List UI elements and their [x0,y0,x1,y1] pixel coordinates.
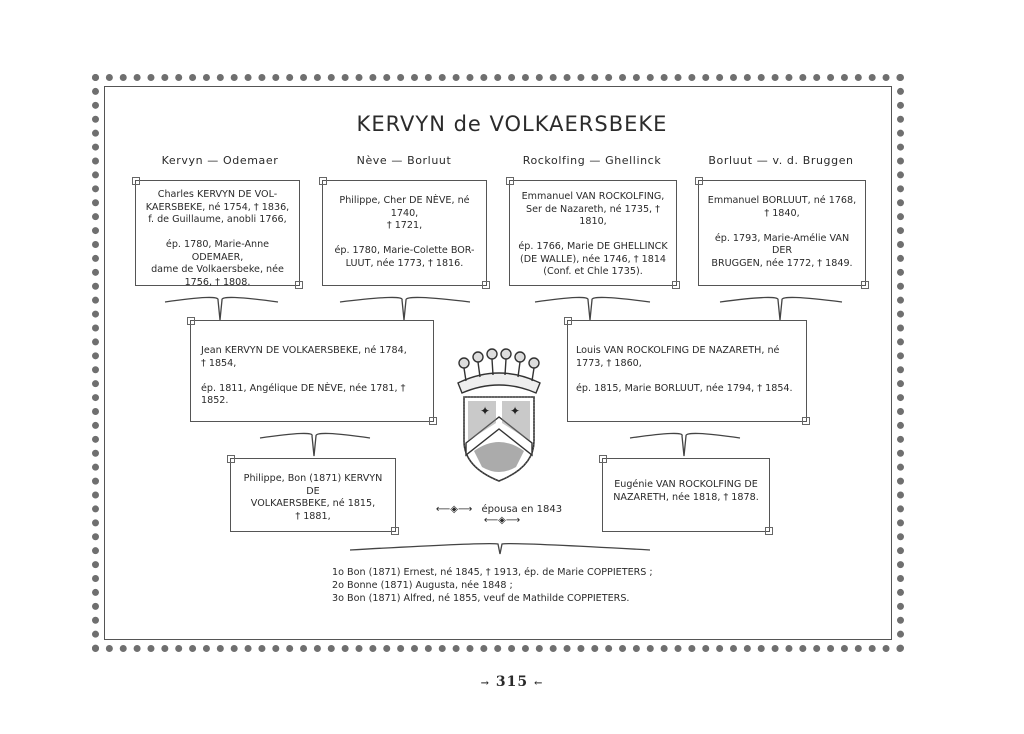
person-box-eugenie-rockolfing: Eugénie VAN ROCKOLFING DE NAZARETH, née … [599,455,773,535]
person-text: Philippe, Bon (1871) KERVYN DE VOLKAERSB… [243,473,383,522]
ancestor-box-neve-borluut: Philippe, Cher DE NÈVE, né 1740, † 1721,… [319,177,490,289]
middle-connectors [259,432,741,457]
page-number: → 315 ← [0,674,1024,690]
ornament-icon: → [480,678,490,689]
children-list: 1o Bon (1871) Ernest, né 1845, † 1913, é… [332,567,653,604]
decorative-outer-border [92,74,904,652]
parent-text: Louis VAN ROCKOLFING DE NAZARETH, né 177… [576,345,793,394]
person-text: Eugénie VAN ROCKOLFING DE NAZARETH, née … [613,479,759,503]
ancestor-text: Philippe, Cher DE NÈVE, né 1740, † 1721,… [334,195,475,269]
ancestor-text: Emmanuel BORLUUT, né 1768, † 1840, ép. 1… [707,195,857,269]
parent-text: Jean KERVYN DE VOLKAERSBEKE, né 1784, † … [201,345,407,406]
children-connector [349,542,651,555]
page-title: KERVYN de VOLKAERSBEKE [356,112,668,136]
column-heading-2: Nève — Borluut [356,154,452,167]
ornament-left-icon: ⟵◈⟶ [435,504,473,515]
parent-box-kervyn: Jean KERVYN DE VOLKAERSBEKE, né 1784, † … [187,317,437,425]
column-heading-3: Rockolfing — Ghellinck [522,154,662,167]
person-box-philippe-kervyn: Philippe, Bon (1871) KERVYN DE VOLKAERSB… [227,455,399,535]
svg-text:✦: ✦ [480,404,490,418]
ornament-right-icon: ⟵◈⟶ [483,515,521,526]
ancestor-text: Charles KERVYN DE VOL- KAERSBEKE, né 175… [145,189,290,288]
ancestor-text: Emmanuel VAN ROCKOLFING, Ser de Nazareth… [518,191,668,277]
marriage-text: épousa en 1843 [481,504,563,515]
inner-border [104,86,892,640]
ancestor-box-borluut-bruggen: Emmanuel BORLUUT, né 1768, † 1840, ép. 1… [695,177,869,289]
column-heading-1: Kervyn — Odemaer [161,154,279,167]
ancestor-box-kervyn-odemaer: Charles KERVYN DE VOL- KAERSBEKE, né 175… [132,177,303,289]
marriage-line: ⟵◈⟶ épousa en 1843 ⟵◈⟶ [432,504,572,526]
parent-box-rockolfing: Louis VAN ROCKOLFING DE NAZARETH, né 177… [564,317,810,425]
coat-of-arms-icon: ✦ ✦ [457,348,541,482]
svg-text:✦: ✦ [510,404,520,418]
page-number-text: 315 [495,674,529,690]
column-heading-4: Borluut — v. d. Bruggen [708,154,854,167]
ornament-icon: ← [533,678,544,689]
ancestor-box-rockolfing-ghellinck: Emmanuel VAN ROCKOLFING, Ser de Nazareth… [506,177,680,289]
